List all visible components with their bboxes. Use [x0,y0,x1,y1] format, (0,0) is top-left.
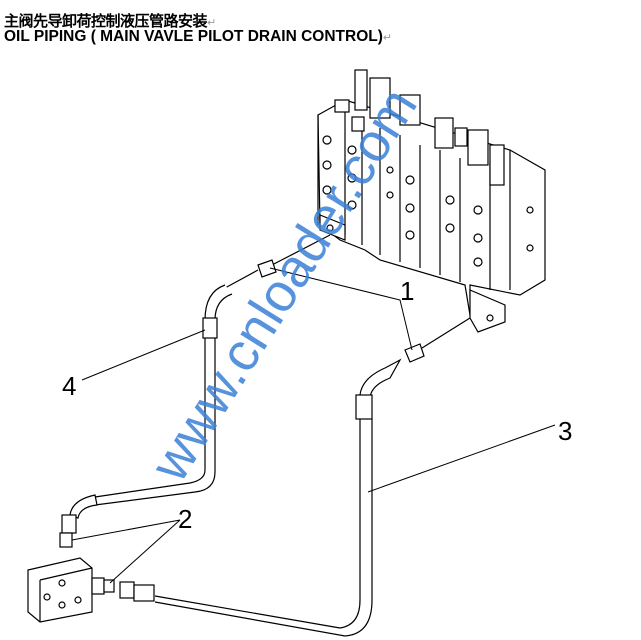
title-chinese: 主阀先导卸荷控制液压管路安装↵ [4,10,216,31]
title-cn-text: 主阀先导卸荷控制液压管路安装 [4,12,208,30]
hose-3 [154,317,471,637]
callout-4: 4 [62,371,76,401]
junction-block [27,557,155,623]
callout-1: 1 [400,276,414,306]
watermark: www.cnloader.com [139,78,429,492]
paragraph-mark: ↵ [382,32,393,44]
callout-3: 3 [558,416,572,446]
callout-2: 2 [178,504,192,534]
main-valve-assembly [317,69,546,333]
title-en-text: OIL PIPING ( MAIN VAVLE PILOT DRAIN CONT… [4,28,383,45]
title-english: OIL PIPING ( MAIN VAVLE PILOT DRAIN CONT… [4,28,392,46]
paragraph-mark: ↵ [207,16,216,29]
leader-lines [71,267,556,584]
